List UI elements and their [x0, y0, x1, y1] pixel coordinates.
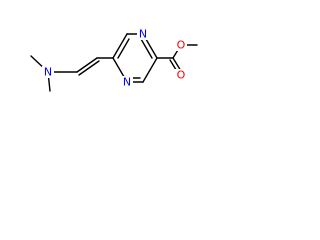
atom-label-ring-n-top: N [139, 28, 147, 41]
atom-label-ring-n-bottom: N [123, 76, 131, 89]
ring-inner-double-c5-c6 [117, 38, 130, 59]
bond-carbonyl-double-a [172, 57, 182, 72]
ring-bond-c5-c6 [112, 33, 128, 59]
atom-label-ester-o: O [177, 39, 186, 52]
ring-bond-c2-c3 [142, 57, 158, 83]
atom-label-amine-n: N [44, 66, 52, 79]
chemical-structure-diagram: N N N O O [30, 28, 198, 92]
bond-vinyl-double-a [76, 57, 98, 73]
ring-inner-double-n1-c2 [140, 38, 153, 59]
atom-label-carbonyl-o: O [177, 69, 186, 82]
bond-vinyl-double-b [78, 60, 100, 76]
